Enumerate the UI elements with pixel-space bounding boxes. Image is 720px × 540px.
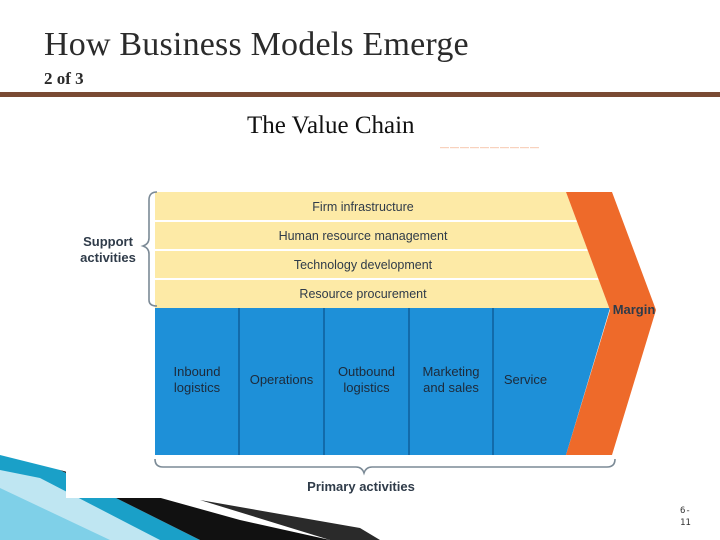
support-bracket [140, 191, 158, 307]
primary-activity-label: Service [504, 372, 547, 387]
figure-header-fragment: —————————— [440, 142, 540, 152]
primary-activities-label: Primary activities [307, 479, 415, 494]
support-activity-label: Technology development [294, 258, 433, 272]
support-activity-label: Resource procurement [299, 287, 427, 301]
primary-activity-label: Inbound [174, 364, 221, 379]
support-band [155, 192, 577, 221]
primary-activity-label: logistics [174, 380, 221, 395]
margin-chevron [566, 192, 656, 455]
support-band [155, 221, 588, 250]
primary-activity-label: Marketing [422, 364, 479, 379]
diagram-caption: The Value Chain [247, 112, 415, 139]
support-activity-label: Human resource management [279, 229, 448, 243]
support-band [155, 250, 599, 279]
slide-subtitle: 2 of 3 [44, 69, 84, 88]
slide-title: How Business Models Emerge [44, 26, 469, 63]
primary-area: InboundlogisticsOperationsOutboundlogist… [155, 308, 610, 455]
support-activity-label: Firm infrastructure [312, 200, 413, 214]
title-rule [0, 92, 720, 97]
support-label-line1: Support [83, 234, 133, 249]
primary-activity-label: logistics [343, 380, 390, 395]
primary-activity-label: and sales [423, 380, 479, 395]
support-band [155, 279, 610, 308]
primary-activity-label: Outbound [338, 364, 395, 379]
support-label-line2: activities [80, 250, 136, 265]
primary-bracket [154, 458, 616, 476]
primary-activity-label: Operations [250, 372, 314, 387]
page-number: 6- 11 [680, 506, 691, 528]
primary-block [155, 308, 610, 455]
margin-label: Margin [613, 302, 656, 317]
